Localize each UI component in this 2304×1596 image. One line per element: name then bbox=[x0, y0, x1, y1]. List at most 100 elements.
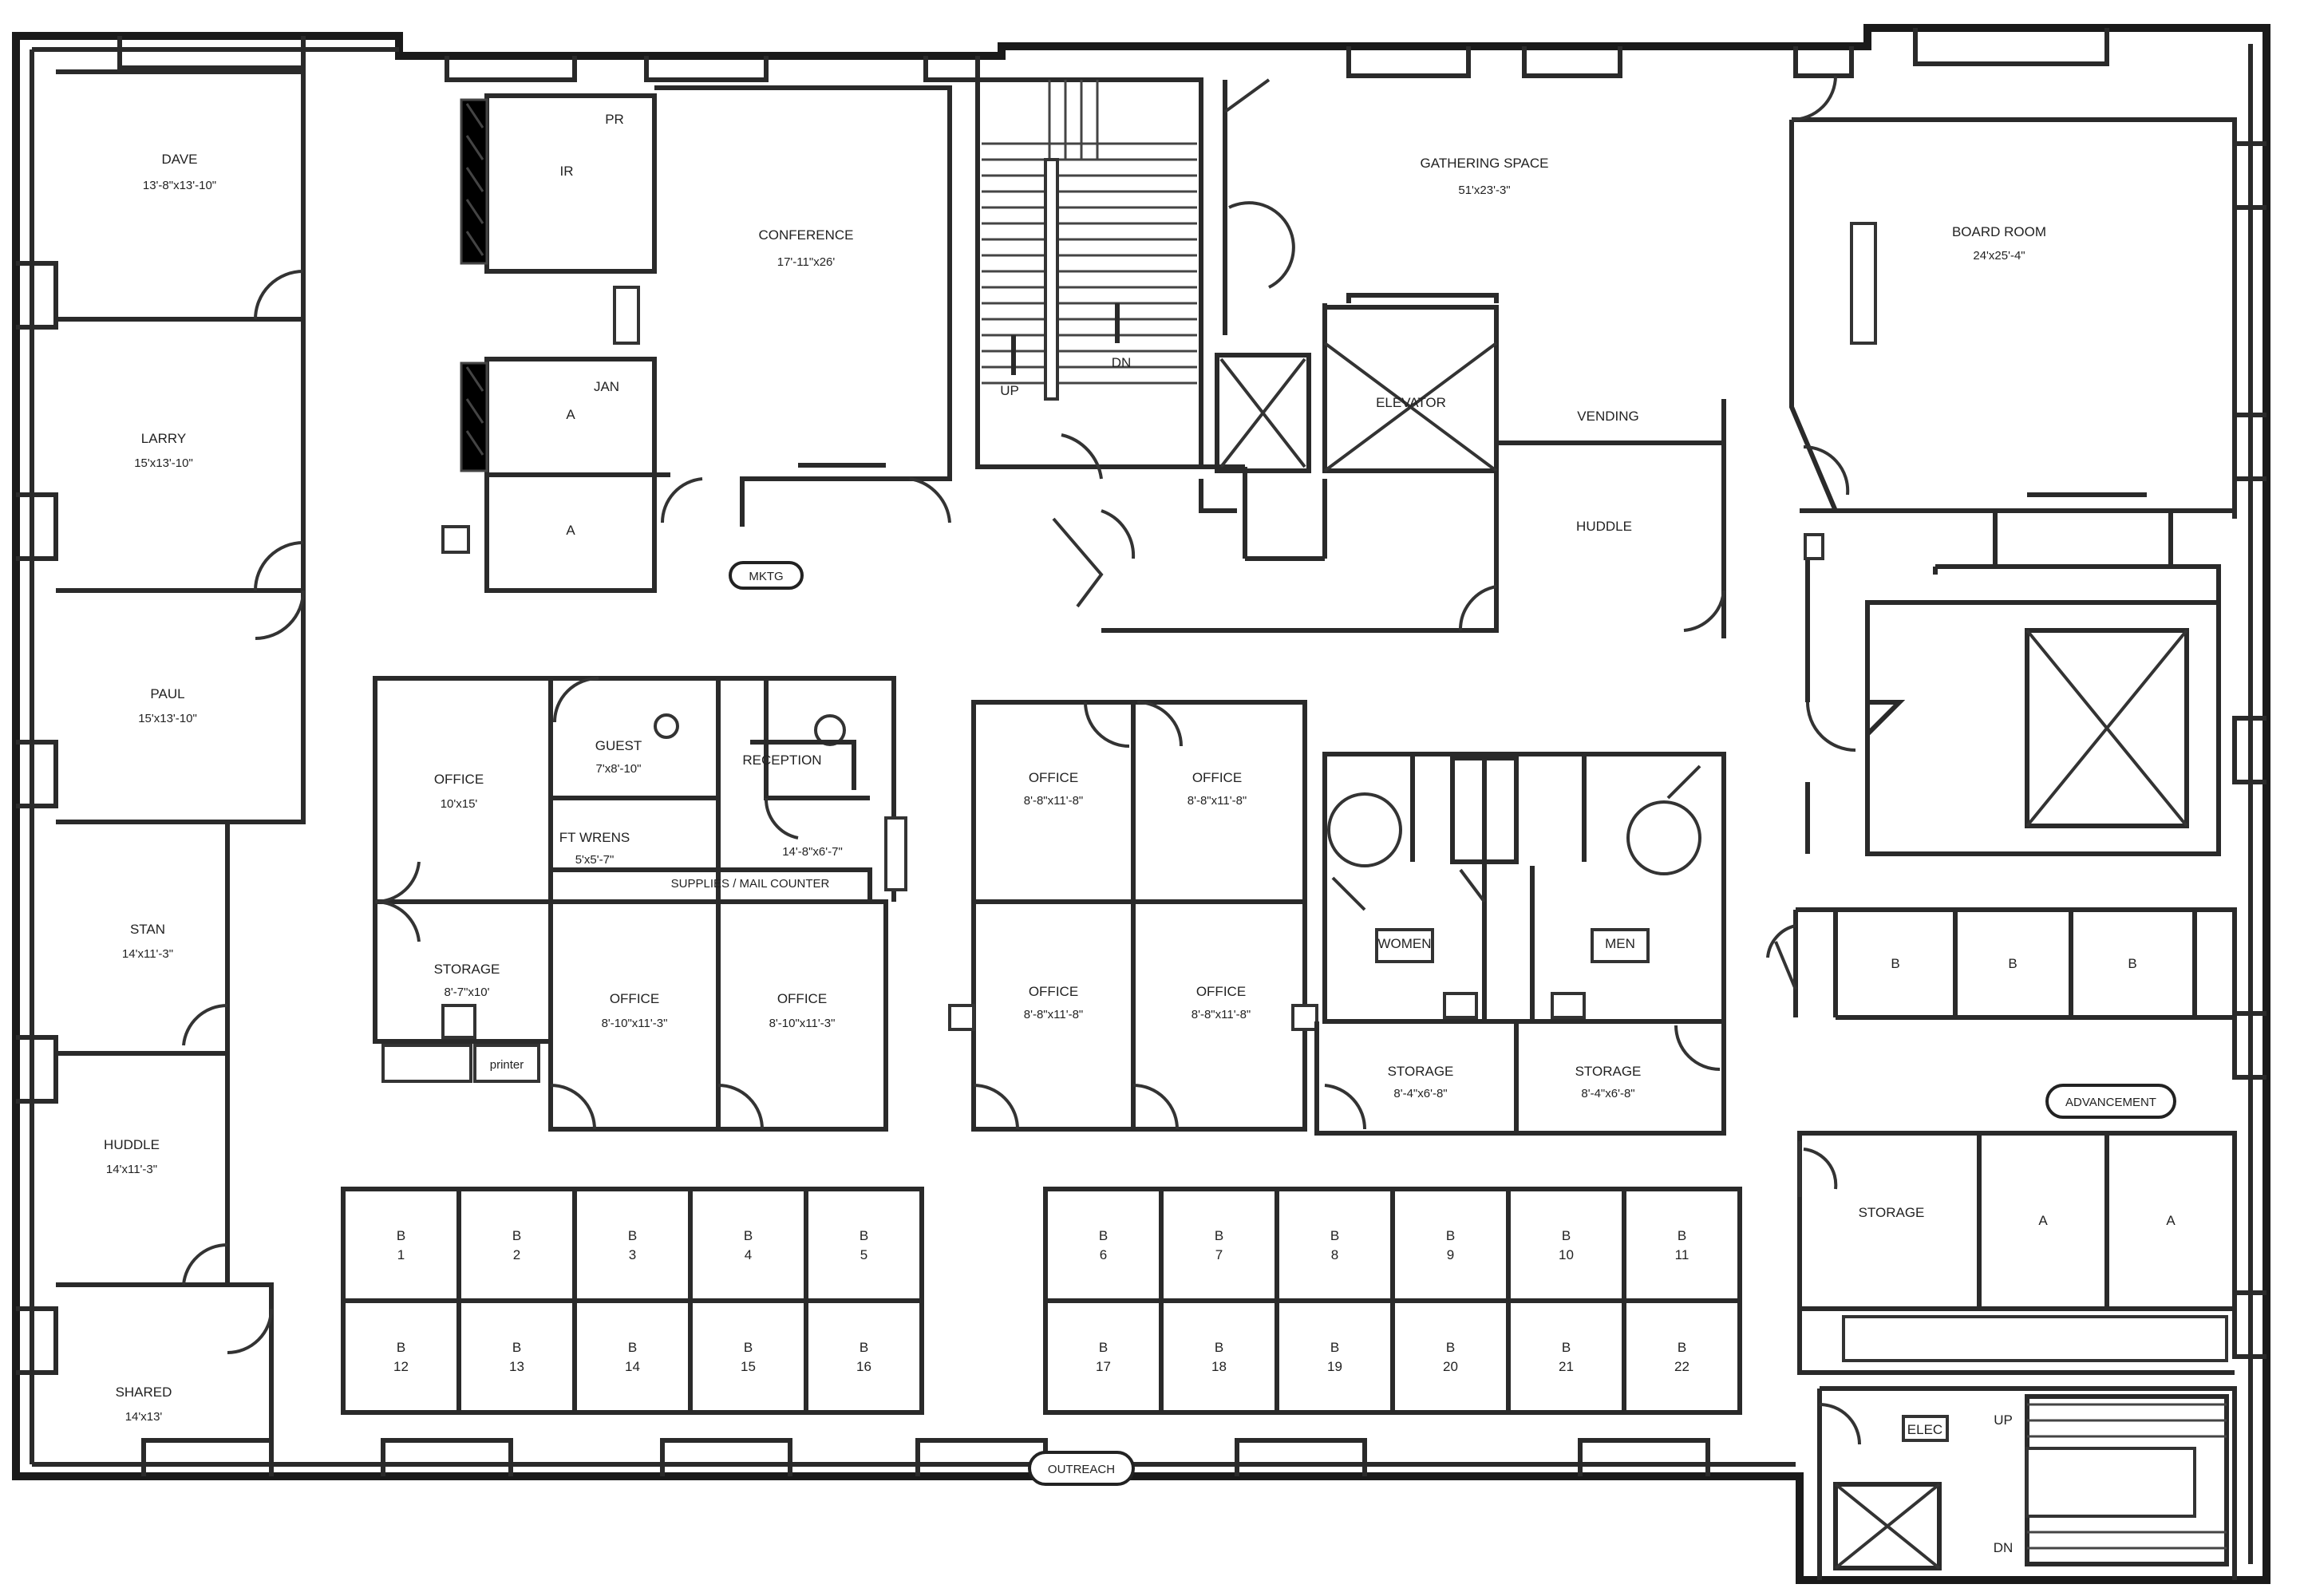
men-name: MEN bbox=[1605, 936, 1635, 951]
storage-a-name: STORAGE bbox=[434, 962, 500, 977]
office-g-dim: 8'-8"x11'-8" bbox=[1192, 1008, 1251, 1021]
central-cubicle-number-9: 9 bbox=[1447, 1247, 1454, 1262]
east-cube-a2: A bbox=[2166, 1213, 2176, 1228]
central-cubicle-letter-9: B bbox=[1446, 1228, 1455, 1243]
central-cubicle-letter-20: B bbox=[1446, 1340, 1455, 1355]
central-cubicle-number-11: 11 bbox=[1675, 1247, 1689, 1262]
room-stan-dim: 14'x11'-3" bbox=[122, 947, 173, 961]
central-cubicle-number-17: 17 bbox=[1096, 1359, 1111, 1374]
office-b-name: OFFICE bbox=[610, 991, 659, 1006]
east-cube-a1: A bbox=[2038, 1213, 2048, 1228]
central-cubicle-number-8: 8 bbox=[1331, 1247, 1338, 1262]
closet-ir-name: IR bbox=[560, 164, 574, 179]
office-e-name: OFFICE bbox=[1192, 770, 1242, 785]
room-gathering-dim: 51'x23'-3" bbox=[1458, 184, 1510, 197]
central-cubicle-19 bbox=[1275, 1298, 1395, 1415]
office-c-dim: 8'-10"x11'-3" bbox=[769, 1017, 836, 1030]
west-cubicle-5 bbox=[804, 1187, 924, 1303]
printer-label: printer bbox=[490, 1058, 524, 1072]
central-cubicle-letter-18: B bbox=[1215, 1340, 1223, 1355]
storage-d-name: STORAGE bbox=[1859, 1205, 1925, 1220]
west-cubicle-number-12: 12 bbox=[393, 1359, 409, 1374]
room-dave-dim: 13'-8"x13'-10" bbox=[143, 179, 216, 192]
central-cubicle-number-21: 21 bbox=[1559, 1359, 1574, 1374]
central-cubicle-letter-11: B bbox=[1678, 1228, 1686, 1243]
east-workstations bbox=[1766, 907, 2237, 1375]
room-paul-name: PAUL bbox=[150, 686, 184, 701]
central-offices bbox=[948, 700, 1318, 1132]
central-cubicle-21 bbox=[1506, 1298, 1626, 1415]
west-offices bbox=[56, 69, 306, 1464]
tag-outreach: OUTREACH bbox=[1048, 1463, 1115, 1476]
central-cubicle-number-18: 18 bbox=[1211, 1359, 1227, 1374]
central-cubicle-7 bbox=[1159, 1187, 1279, 1303]
mail-area-dim: 14'-8"x6'-7" bbox=[782, 845, 843, 859]
guest-name: GUEST bbox=[595, 738, 642, 753]
closets-nw bbox=[441, 93, 657, 593]
central-cubicle-11 bbox=[1622, 1187, 1742, 1303]
west-cubicle-number-5: 5 bbox=[860, 1247, 867, 1262]
west-cubicle-letter-4: B bbox=[744, 1228, 753, 1243]
women-name: WOMEN bbox=[1377, 936, 1431, 951]
west-cubicle-letter-3: B bbox=[628, 1228, 637, 1243]
central-cubicle-number-6: 6 bbox=[1100, 1247, 1107, 1262]
room-paul-dim: 15'x13'-10" bbox=[138, 712, 197, 725]
central-cubicle-10 bbox=[1506, 1187, 1626, 1303]
stair-up-label: UP bbox=[1000, 383, 1019, 398]
west-cubicle-letter-13: B bbox=[512, 1340, 521, 1355]
west-cubicle-15 bbox=[688, 1298, 808, 1415]
central-cubicle-letter-22: B bbox=[1678, 1340, 1686, 1355]
room-dave-name: DAVE bbox=[161, 152, 197, 167]
office-a-name: OFFICE bbox=[434, 772, 484, 787]
office-c-name: OFFICE bbox=[777, 991, 827, 1006]
gathering-space bbox=[1052, 78, 1726, 638]
east-cube-b1: B bbox=[1891, 956, 1899, 971]
room-conference-name: CONFERENCE bbox=[758, 227, 853, 243]
room-larry-dim: 15'x13'-10" bbox=[134, 456, 193, 470]
west-cubicle-3 bbox=[572, 1187, 693, 1303]
west-cubicle-letter-1: B bbox=[397, 1228, 405, 1243]
west-cubicle-number-4: 4 bbox=[745, 1247, 752, 1262]
west-cubicle-letter-5: B bbox=[860, 1228, 868, 1243]
building-shell bbox=[12, 24, 2270, 1584]
room-stan-name: STAN bbox=[130, 922, 165, 937]
central-cubicle-letter-19: B bbox=[1330, 1340, 1339, 1355]
west-cubicle-letter-14: B bbox=[628, 1340, 637, 1355]
central-cubicle-letter-17: B bbox=[1099, 1340, 1108, 1355]
west-cubicle-number-15: 15 bbox=[741, 1359, 756, 1374]
east-cube-b3: B bbox=[2128, 956, 2136, 971]
storage-c-dim: 8'-4"x6'-8" bbox=[1581, 1087, 1634, 1100]
north-stair bbox=[975, 77, 1203, 469]
stair-dn2-label: DN bbox=[1994, 1540, 2014, 1555]
supplies-label: SUPPLIES / MAIL COUNTER bbox=[671, 877, 830, 891]
central-cubicle-letter-10: B bbox=[1562, 1228, 1571, 1243]
west-cubicle-4 bbox=[688, 1187, 808, 1303]
board-room bbox=[1789, 75, 2237, 854]
central-cubicle-number-7: 7 bbox=[1215, 1247, 1223, 1262]
room-board-name: BOARD ROOM bbox=[1952, 224, 2046, 239]
room-conference-dim: 17'-11"x26' bbox=[777, 255, 836, 269]
guest-dim: 7'x8'-10" bbox=[596, 762, 642, 776]
closet-a2-name: A bbox=[566, 523, 575, 538]
office-f-dim: 8'-8"x11'-8" bbox=[1024, 1008, 1083, 1021]
storage-b-name: STORAGE bbox=[1388, 1064, 1454, 1079]
office-a-dim: 10'x15' bbox=[441, 797, 478, 811]
stair-up2-label: UP bbox=[1994, 1412, 2013, 1428]
elec-name: ELEC bbox=[1907, 1422, 1942, 1437]
west-cubicle-number-3: 3 bbox=[629, 1247, 636, 1262]
central-cubicle-20 bbox=[1390, 1298, 1511, 1415]
central-cubicle-number-20: 20 bbox=[1443, 1359, 1458, 1374]
west-cubicle-16 bbox=[804, 1298, 924, 1415]
ft-wrens-dim: 5'x5'-7" bbox=[575, 853, 615, 867]
office-d-name: OFFICE bbox=[1029, 770, 1078, 785]
west-cubicle-13 bbox=[456, 1298, 577, 1415]
west-cubicle-letter-12: B bbox=[397, 1340, 405, 1355]
room-shared-name: SHARED bbox=[116, 1385, 172, 1400]
room-huddle-west-dim: 14'x11'-3" bbox=[106, 1163, 157, 1176]
south-east-stair bbox=[1817, 1386, 2237, 1580]
room-huddle-east-name: HUDDLE bbox=[1576, 519, 1632, 534]
office-d-dim: 8'-8"x11'-8" bbox=[1024, 794, 1083, 808]
